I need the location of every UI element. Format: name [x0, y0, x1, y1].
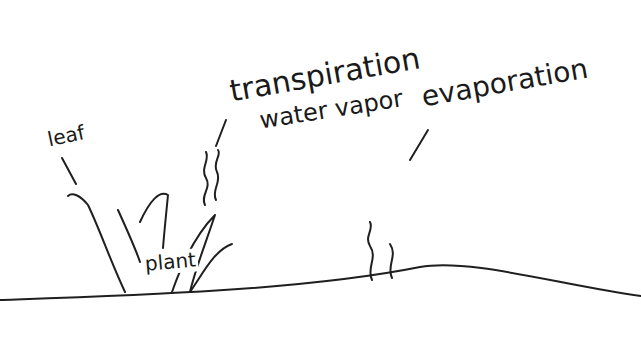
part-label: leaf [44, 120, 89, 151]
plant-stem [118, 210, 140, 262]
vapor-squiggle [368, 222, 373, 280]
vapor-squiggle [204, 152, 208, 205]
leader-line [62, 158, 76, 184]
vapor-squiggle [390, 244, 393, 278]
part-label: plant [142, 248, 199, 276]
leaf-outline [140, 194, 168, 248]
ground-line [0, 265, 641, 300]
leader-line [410, 130, 428, 160]
leaf-outline [68, 194, 125, 292]
vapor-squiggle [215, 150, 219, 200]
part-label: evaporation [417, 52, 592, 114]
leader-line [216, 120, 226, 146]
